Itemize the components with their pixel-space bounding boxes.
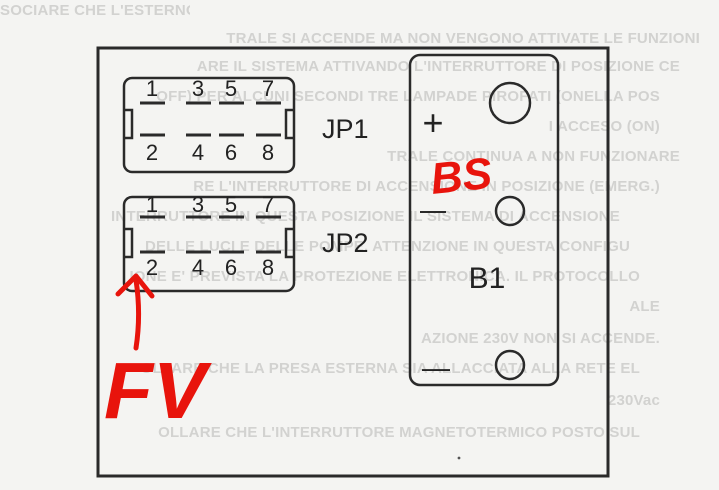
annotation-bs-text: BS: [428, 149, 494, 204]
jp2-pin-4: 4: [192, 255, 204, 280]
jp1-pin-3: 3: [192, 76, 204, 101]
jp2-housing: [122, 195, 296, 293]
minus-sign: —: [422, 352, 450, 383]
jp2-pin-1: 1: [146, 192, 158, 217]
jp2-pin-2: 2: [146, 255, 158, 280]
background-text-line: OLLARE CHE LA PRESA ESTERNA SIA ALLACCIA…: [140, 360, 640, 377]
jp1-pin-2: 2: [146, 140, 158, 165]
jp1-housing: [122, 76, 296, 174]
handwritten-annotation-fv: [115, 273, 155, 351]
annotation-fv-text: FV: [104, 346, 212, 435]
jp2-pin-5: 5: [225, 192, 237, 217]
connector-jp1: 1 3 5 7 2 4 6 8: [122, 76, 296, 174]
background-text-line: ALE: [629, 298, 660, 315]
battery-housing: [408, 53, 560, 387]
battery-b1: + B1 —: [408, 53, 560, 387]
background-text-line: AZIONE 230V NON SI ACCENDE.: [420, 330, 660, 347]
background-text-line: TRALE SI ACCENDE MA NON VENGONO ATTIVATE…: [226, 30, 700, 47]
background-text-line: 230Vac: [607, 392, 660, 409]
jp1-pin-6: 6: [225, 140, 237, 165]
background-text-line: IONE E' PREVISTA LA PROTEZIONE ELETTRONI…: [129, 268, 640, 285]
jp2-pin-3: 3: [192, 192, 204, 217]
background-text-line: OFF) PER ALCUNI SECONDI TRE LAMPADE PIRO…: [156, 88, 660, 105]
jp1-label: JP1: [322, 114, 369, 144]
background-text-line: INTERRUTTORE IN QUESTA POSIZIONE IL SIST…: [111, 208, 620, 225]
jp1-pin-5: 5: [225, 76, 237, 101]
red-arrow-shaft: [133, 277, 142, 351]
jp2-pin-7: 7: [262, 192, 274, 217]
stray-dot: [457, 456, 461, 460]
battery-terminal-middle: [494, 195, 526, 227]
jp1-pin-8: 8: [262, 140, 274, 165]
background-text-line: SOCIARE CHE L'ESTERNO PIONE SI ACCENDE L…: [0, 2, 190, 19]
background-text-line: RE L'INTERRUTTORE DI ACCENSIONE IN POSIZ…: [193, 178, 660, 195]
red-arrow-head: [115, 273, 155, 299]
plus-sign: +: [422, 102, 443, 143]
jp2-label: JP2: [322, 228, 369, 258]
background-text-line: OLLARE CHE L'INTERRUTTORE MAGNETOTERMICO…: [158, 424, 640, 441]
battery-label: B1: [469, 262, 506, 295]
jp1-pin-1: 1: [146, 76, 158, 101]
background-text-line: I ACCESO (ON): [548, 118, 660, 135]
connector-jp2: 1 3 5 7 2 4 6 8: [122, 192, 296, 293]
battery-terminal-minus: [494, 349, 526, 381]
jp1-pin-7: 7: [262, 76, 274, 101]
jp2-pin-8: 8: [262, 255, 274, 280]
battery-terminal-plus: [488, 81, 532, 125]
jp2-pin-6: 6: [225, 255, 237, 280]
jp1-pin-4: 4: [192, 140, 204, 165]
handwritten-annotation-bs: BS: [428, 149, 494, 204]
